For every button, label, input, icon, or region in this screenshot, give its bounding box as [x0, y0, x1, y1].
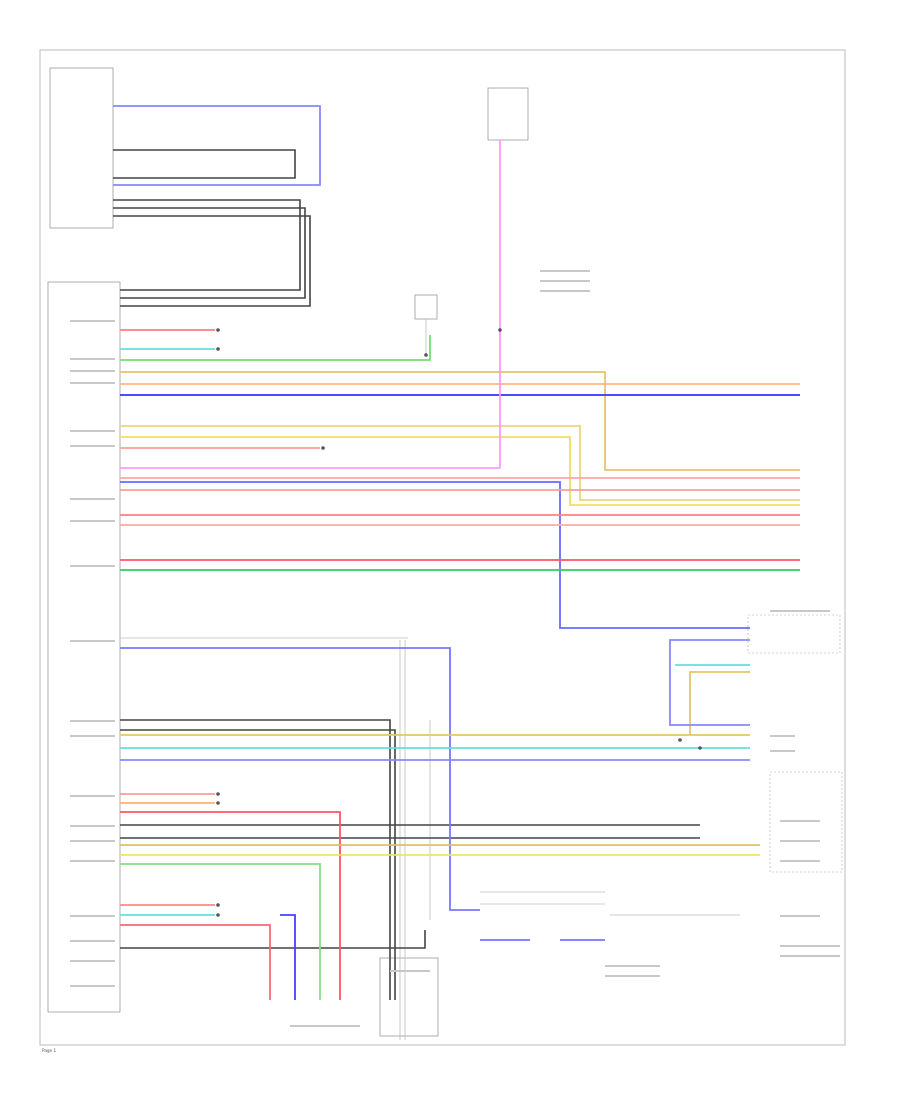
page-label: Page 1	[42, 1048, 56, 1053]
fuse-block-box	[487, 87, 529, 141]
rear-view-camera-box	[747, 614, 841, 654]
steering-switch-box	[49, 67, 114, 229]
antenna-amp-box	[414, 294, 438, 320]
audio-unit-box	[47, 281, 121, 1013]
vehicle-sound-unit-box	[769, 771, 843, 873]
label-placeholders	[70, 270, 840, 1027]
junction-box-bottom	[379, 957, 439, 1037]
colored-wires	[113, 105, 800, 1000]
harness-bundle	[113, 149, 700, 1000]
connector-pins	[216, 328, 702, 917]
diagram-frame	[39, 49, 846, 1046]
